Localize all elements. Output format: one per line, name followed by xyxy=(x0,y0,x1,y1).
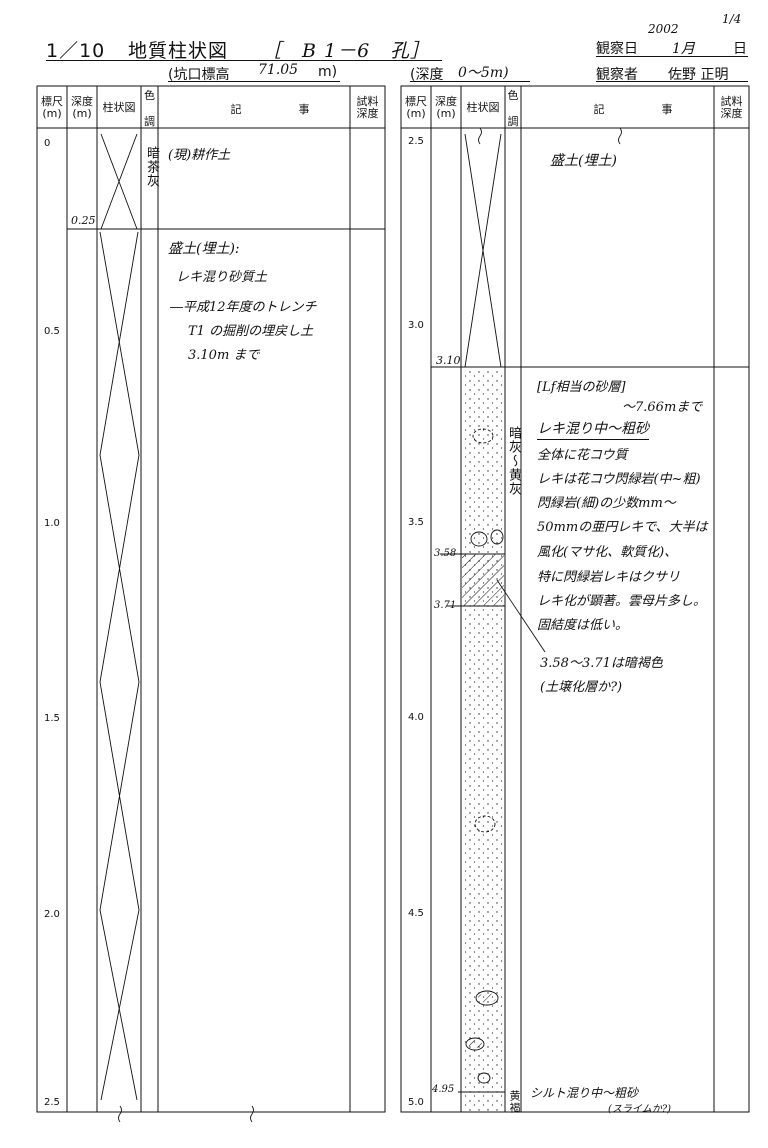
title-name: 地質柱状図 xyxy=(128,40,229,62)
depth-range-label: (深度 xyxy=(410,67,444,83)
right-col-color: 色 調 xyxy=(505,90,521,128)
left-col-depth: 深度 (m) xyxy=(67,96,97,120)
right-col-log: 柱状図 xyxy=(466,101,500,114)
right-layer2-line6: 閃緑岩(細)の少数mm～ xyxy=(537,496,676,511)
depth-range-underline xyxy=(410,81,530,82)
observer-name: 佐野 正明 xyxy=(668,67,729,83)
right-layer2-line10: レキ化が顕著。雲母片多し。 xyxy=(537,594,707,609)
right-tick-2.5: 2.5 xyxy=(408,136,424,147)
right-tick-3.0: 3.0 xyxy=(408,320,424,331)
right-layer2-line3: レキ混り中～粗砂 xyxy=(537,418,649,440)
right-col-remarks-2: 事 xyxy=(661,103,673,116)
right-col-color-1: 色 xyxy=(507,89,519,102)
left-layer2-line3: ―平成12年度のトレンチ xyxy=(170,300,317,315)
right-col-sample-2: 深度 xyxy=(720,107,743,120)
elevation-label: (坑口標高 xyxy=(168,67,230,83)
obs-day: 日 xyxy=(733,41,747,57)
left-depth-mark-0.25: 0.25 xyxy=(71,214,96,227)
title-hole: ［ B 1－6 孔］ xyxy=(262,40,431,62)
obs-date-underline xyxy=(596,56,748,57)
right-col-remarks: 記 事 xyxy=(578,104,688,116)
title-underline xyxy=(46,60,442,61)
right-tick-5.0: 5.0 xyxy=(408,1097,424,1108)
right-layer2-line9: 特に閃緑岩レキはクサリ xyxy=(537,570,681,585)
left-layer2-line2: レキ混り砂質土 xyxy=(176,270,268,285)
left-col-scale-label: 標尺 xyxy=(41,95,63,108)
left-col-color: 色 調 xyxy=(141,90,158,128)
page-number: 1/4 xyxy=(722,12,742,26)
elevation-value: 71.05 xyxy=(258,62,299,78)
left-col-color-2: 調 xyxy=(144,115,155,128)
left-tick-2.0: 2.0 xyxy=(44,909,60,920)
left-tick-1.5: 1.5 xyxy=(44,713,60,724)
elevation-underline xyxy=(168,81,340,82)
left-layer2-title: 盛土(埋土): xyxy=(168,241,240,257)
left-tick-2.5: 2.5 xyxy=(44,1097,60,1108)
right-layer2-line11: 固結度は低い。 xyxy=(537,618,629,633)
right-layer2-line8: 風化(マサ化、軟質化)、 xyxy=(537,545,678,560)
right-depth-mark-4.95: 4.95 xyxy=(432,1084,455,1095)
depth-range-value: 0～5m) xyxy=(458,65,509,81)
elevation-unit: m) xyxy=(318,64,338,80)
left-col-log: 柱状図 xyxy=(102,101,136,114)
left-col-scale: 標尺 (m) xyxy=(37,96,67,120)
left-layer2-line5: 3.10m まで xyxy=(188,348,260,363)
left-layer1-note: (現)耕作土 xyxy=(168,148,231,163)
right-col-scale-label: 標尺 xyxy=(405,95,427,108)
right-layer1-note: 盛土(埋土) xyxy=(550,153,617,169)
right-depth-mark-3.58: 3.58 xyxy=(434,548,457,559)
right-col-sample-1: 試料 xyxy=(720,95,743,108)
right-layer3-line2: (土壌化層か?) xyxy=(540,680,623,695)
right-layer2-line4: 全体に花コウ質 xyxy=(537,448,628,463)
left-tick-0: 0 xyxy=(44,138,51,149)
right-color-bottom: 黄褐 xyxy=(508,1090,521,1114)
right-depth-mark-3.71: 3.71 xyxy=(434,600,457,611)
left-color-text: 暗茶灰 xyxy=(144,146,159,188)
left-col-sample-2: 深度 xyxy=(356,107,379,120)
right-layer2-line1: [Lf相当の砂層] xyxy=(537,380,626,395)
right-col-depth-unit: (m) xyxy=(436,107,456,120)
right-col-scale-unit: (m) xyxy=(406,107,426,120)
right-layer4-line1: シルト混り中～粗砂 xyxy=(530,1086,639,1100)
obs-month: 1月 xyxy=(672,41,695,57)
right-layer2-line2: ～7.66mまで xyxy=(622,400,703,415)
right-tick-4.5: 4.5 xyxy=(408,908,424,919)
left-col-remarks: 記 事 xyxy=(215,104,325,116)
left-col-depth-label: 深度 xyxy=(71,95,93,108)
title-scale: 1／10 xyxy=(46,40,106,62)
right-col-scale: 標尺 (m) xyxy=(401,96,431,120)
right-tick-3.5: 3.5 xyxy=(408,517,424,528)
right-layer3-line1: 3.58～3.71は暗褐色 xyxy=(540,656,663,671)
left-layer2-line4: T1 の掘削の埋戻し土 xyxy=(188,324,314,339)
right-layer2-line5: レキは花コウ閃緑岩(中~粗) xyxy=(537,472,701,487)
right-col-color-2: 調 xyxy=(507,115,519,128)
left-col-remarks-1: 記 xyxy=(230,103,242,116)
right-col-sample: 試料 深度 xyxy=(714,96,749,120)
observation-year: 2002 xyxy=(648,22,679,36)
left-col-sample-1: 試料 xyxy=(356,95,379,108)
right-col-depth-label: 深度 xyxy=(435,95,457,108)
observer-label: 観察者 xyxy=(596,67,638,83)
right-col-remarks-1: 記 xyxy=(593,103,605,116)
right-tick-4.0: 4.0 xyxy=(408,712,424,723)
right-layer2-line7: 50mmの亜円レキで、大半は xyxy=(537,520,708,535)
obs-date-label: 観察日 xyxy=(596,41,638,57)
left-col-scale-unit: (m) xyxy=(42,107,62,120)
left-col-remarks-2: 事 xyxy=(298,103,310,116)
left-tick-1.0: 1.0 xyxy=(44,518,60,529)
left-tick-0.5: 0.5 xyxy=(44,326,60,337)
left-col-sample: 試料 深度 xyxy=(350,96,385,120)
right-layer4-line2: (スライムか?) xyxy=(608,1104,671,1115)
right-color-text: 暗灰〜黄灰 xyxy=(506,426,521,496)
right-col-depth: 深度 (m) xyxy=(431,96,461,120)
left-col-color-1: 色 xyxy=(144,89,155,102)
right-depth-mark-3.10: 3.10 xyxy=(436,354,461,367)
observer-underline xyxy=(596,81,748,82)
left-col-depth-unit: (m) xyxy=(72,107,92,120)
